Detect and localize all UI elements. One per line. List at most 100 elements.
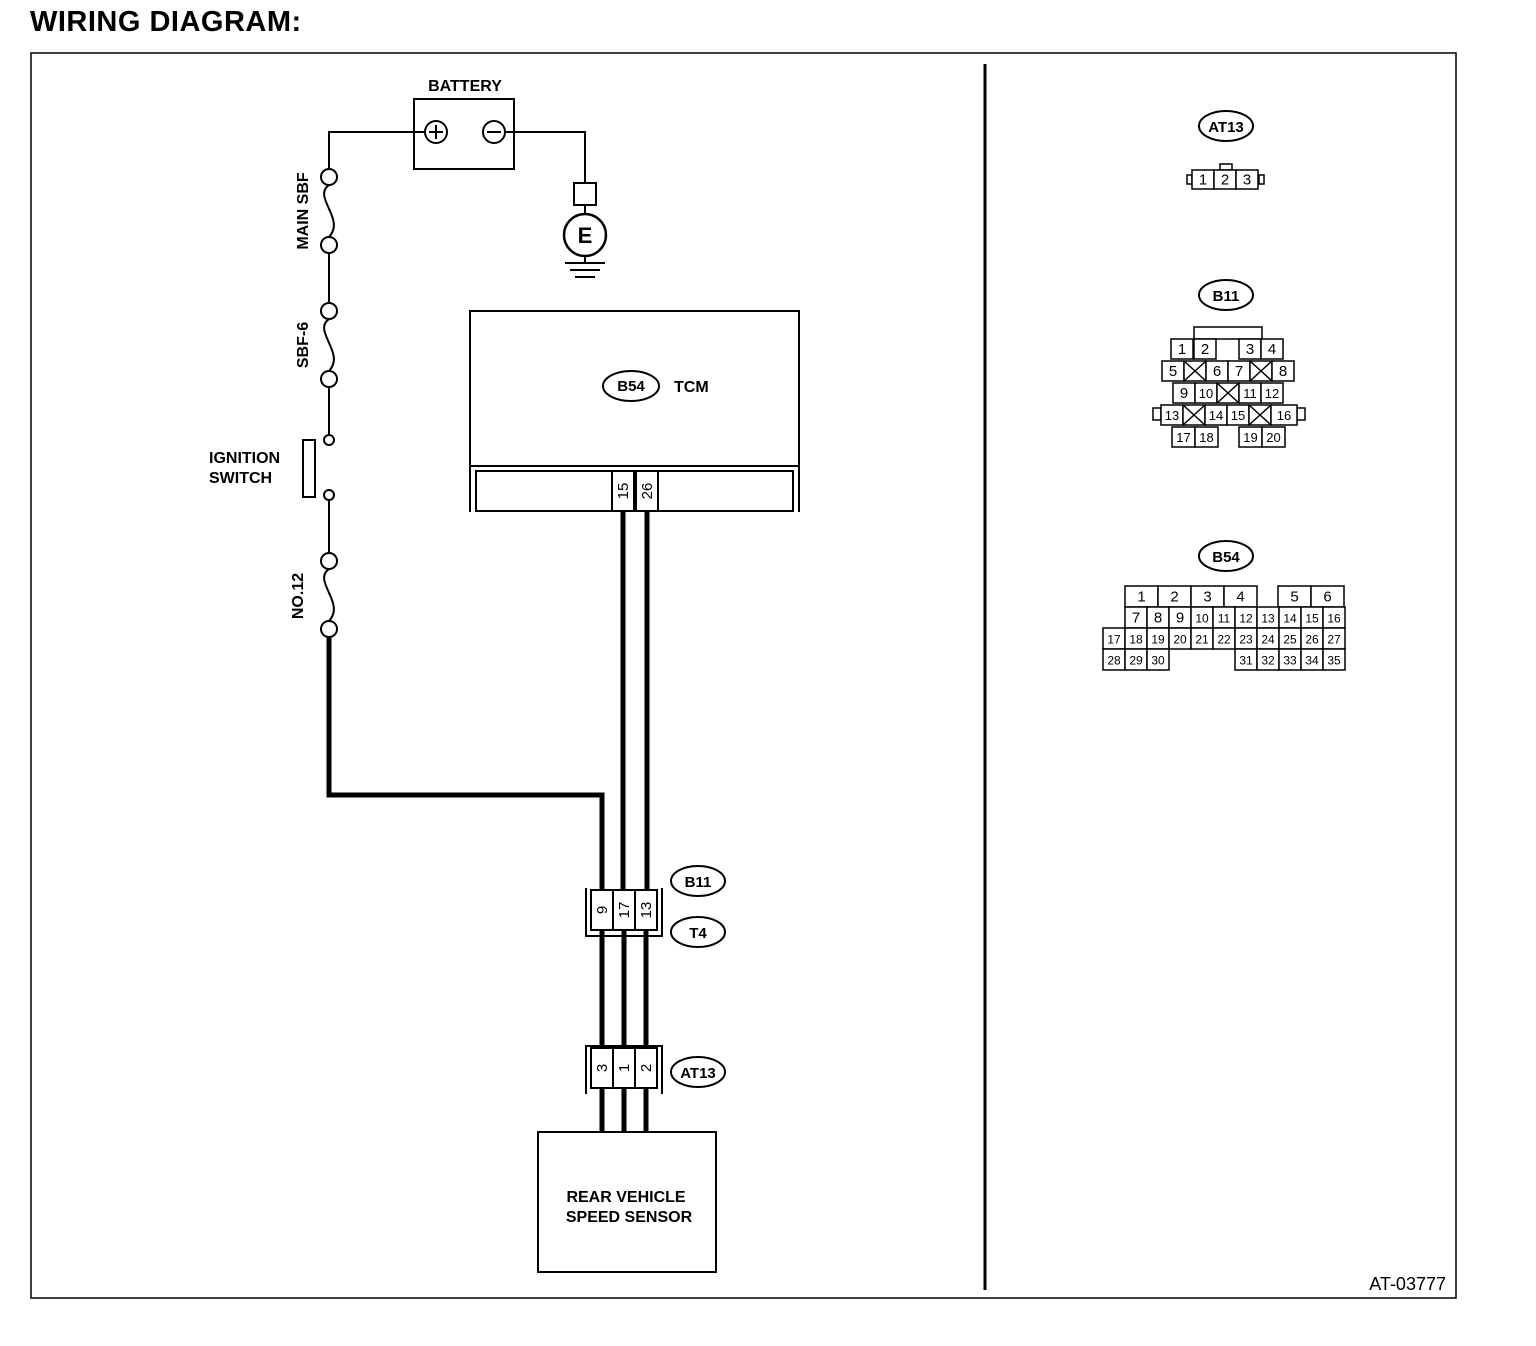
legend-b54-pin-29: 29 (1124, 648, 1148, 671)
legend-b11-empty-a (1183, 360, 1207, 382)
legend-b54-pin-9: 9 (1168, 606, 1192, 629)
svg-text:24: 24 (1261, 633, 1275, 647)
tcm-label: TCM (674, 379, 709, 396)
svg-text:8: 8 (1279, 363, 1287, 380)
legend-b11-pin-6: 6 (1205, 360, 1229, 382)
svg-text:4: 4 (1236, 589, 1244, 606)
svg-text:16: 16 (1327, 612, 1341, 626)
battery-label: BATTERY (428, 78, 502, 95)
legend-b54-pin-19: 19 (1146, 627, 1170, 650)
ignition-switch-symbol (302, 434, 335, 501)
svg-text:15: 15 (1231, 408, 1245, 423)
legend-b11-empty-c (1216, 382, 1240, 404)
svg-text:3: 3 (1203, 589, 1211, 606)
legend-b54-pin-2: 2 (1157, 585, 1192, 608)
legend-b54-pin-17: 17 (1102, 627, 1126, 650)
svg-text:18: 18 (1199, 430, 1213, 445)
legend-b11-empty-e (1248, 404, 1272, 426)
wire-power-to-sensor (326, 637, 605, 890)
b54-tag (602, 370, 660, 402)
svg-text:17: 17 (1107, 633, 1121, 647)
legend-at13-pin-3: 3 (1235, 169, 1259, 190)
svg-text:6: 6 (1213, 363, 1221, 380)
tcm-pin-15: 15 (615, 483, 632, 500)
legend-b54-pin-34: 34 (1300, 648, 1324, 671)
legend-b11-pin-14: 14 (1204, 404, 1228, 426)
svg-text:28: 28 (1107, 654, 1121, 668)
legend-b11-pin-20: 20 (1261, 426, 1286, 448)
sensor-label-line2: SPEED SENSOR (566, 1209, 693, 1226)
svg-text:2: 2 (1221, 172, 1229, 189)
svg-text:26: 26 (1305, 633, 1319, 647)
svg-text:17: 17 (1176, 430, 1190, 445)
svg-text:3: 3 (1243, 172, 1251, 189)
svg-text:30: 30 (1151, 654, 1165, 668)
tcm-box (469, 310, 800, 512)
legend-b54-pin-12: 12 (1234, 606, 1258, 629)
legend-at13-pin-2: 2 (1213, 169, 1237, 190)
svg-text:7: 7 (1235, 363, 1243, 380)
legend-b11-pin-19: 19 (1238, 426, 1263, 448)
svg-text:19: 19 (1243, 430, 1257, 445)
legend-b54-tag (1198, 540, 1254, 572)
svg-text:7: 7 (1132, 610, 1140, 627)
at13-connector (585, 1045, 663, 1094)
svg-text:1: 1 (1178, 341, 1186, 358)
svg-text:22: 22 (1217, 633, 1231, 647)
page-title: WIRING DIAGRAM: (30, 6, 302, 38)
legend-b54-pin-15: 15 (1300, 606, 1324, 629)
legend-b54-pin-16: 16 (1322, 606, 1346, 629)
legend-at13-tag (1198, 110, 1254, 142)
legend-b54-pin-8: 8 (1146, 606, 1170, 629)
svg-text:10: 10 (1199, 386, 1213, 401)
legend-b11-pin-18: 18 (1194, 426, 1219, 448)
wire-battery-negative (505, 131, 586, 183)
legend-b11-pin-12: 12 (1260, 382, 1284, 404)
svg-text:34: 34 (1305, 654, 1319, 668)
b11-pin-9: 9 (594, 906, 611, 914)
legend-b54-pin-14: 14 (1278, 606, 1302, 629)
legend-b54-pin-21: 21 (1190, 627, 1214, 650)
ignition-label-line1: IGNITION (209, 450, 280, 467)
legend-b54-pin-23: 23 (1234, 627, 1258, 650)
b11-pin-13: 13 (638, 902, 655, 919)
legend-at13-pin-1: 1 (1191, 169, 1215, 190)
legend-at13-tag-text: AT13 (1208, 119, 1244, 136)
legend-b54-pin-20: 20 (1168, 627, 1192, 650)
svg-text:15: 15 (1305, 612, 1319, 626)
speed-sensor-box (537, 1131, 717, 1273)
at13-pin-1: 1 (616, 1064, 633, 1072)
svg-text:32: 32 (1261, 654, 1275, 668)
main-sbf-label: MAIN SBF (295, 172, 312, 250)
fuse12 (320, 552, 338, 638)
legend-b11-tag-text: B11 (1213, 288, 1240, 305)
diagram-frame (30, 52, 1457, 1299)
legend-b11-pin-8: 8 (1271, 360, 1295, 382)
svg-text:6: 6 (1323, 589, 1331, 606)
svg-text:20: 20 (1173, 633, 1187, 647)
figure-id: AT-03777 (1369, 1274, 1446, 1294)
b54-tag-text: B54 (617, 378, 645, 395)
legend-b54-pin-27: 27 (1322, 627, 1346, 650)
svg-text:9: 9 (1180, 385, 1188, 402)
tcm-pin-26: 26 (639, 483, 656, 500)
t4-tag (670, 916, 726, 948)
svg-text:16: 16 (1277, 408, 1291, 423)
svg-text:14: 14 (1209, 408, 1223, 423)
svg-text:5: 5 (1169, 363, 1177, 380)
legend-b11-pin-10: 10 (1194, 382, 1218, 404)
legend-b11-pin-11: 11 (1238, 382, 1262, 404)
legend-b54-pin-6: 6 (1310, 585, 1345, 608)
legend-b54-pin-11: 11 (1212, 606, 1236, 629)
legend-b11-pin-3: 3 (1238, 338, 1262, 360)
wire-battery-positive (328, 131, 425, 169)
svg-text:12: 12 (1265, 386, 1279, 401)
legend-b11-pin-16: 16 (1270, 404, 1298, 426)
legend-b54-tag-text: B54 (1212, 549, 1240, 566)
legend-b11-pin-17: 17 (1171, 426, 1196, 448)
legend-b54-pin-30: 30 (1146, 648, 1170, 671)
legend-b11-empty-d (1182, 404, 1206, 426)
fuse12-label: NO.12 (290, 573, 307, 619)
sensor-label-line1: REAR VEHICLE (566, 1189, 685, 1206)
svg-text:1: 1 (1137, 589, 1145, 606)
